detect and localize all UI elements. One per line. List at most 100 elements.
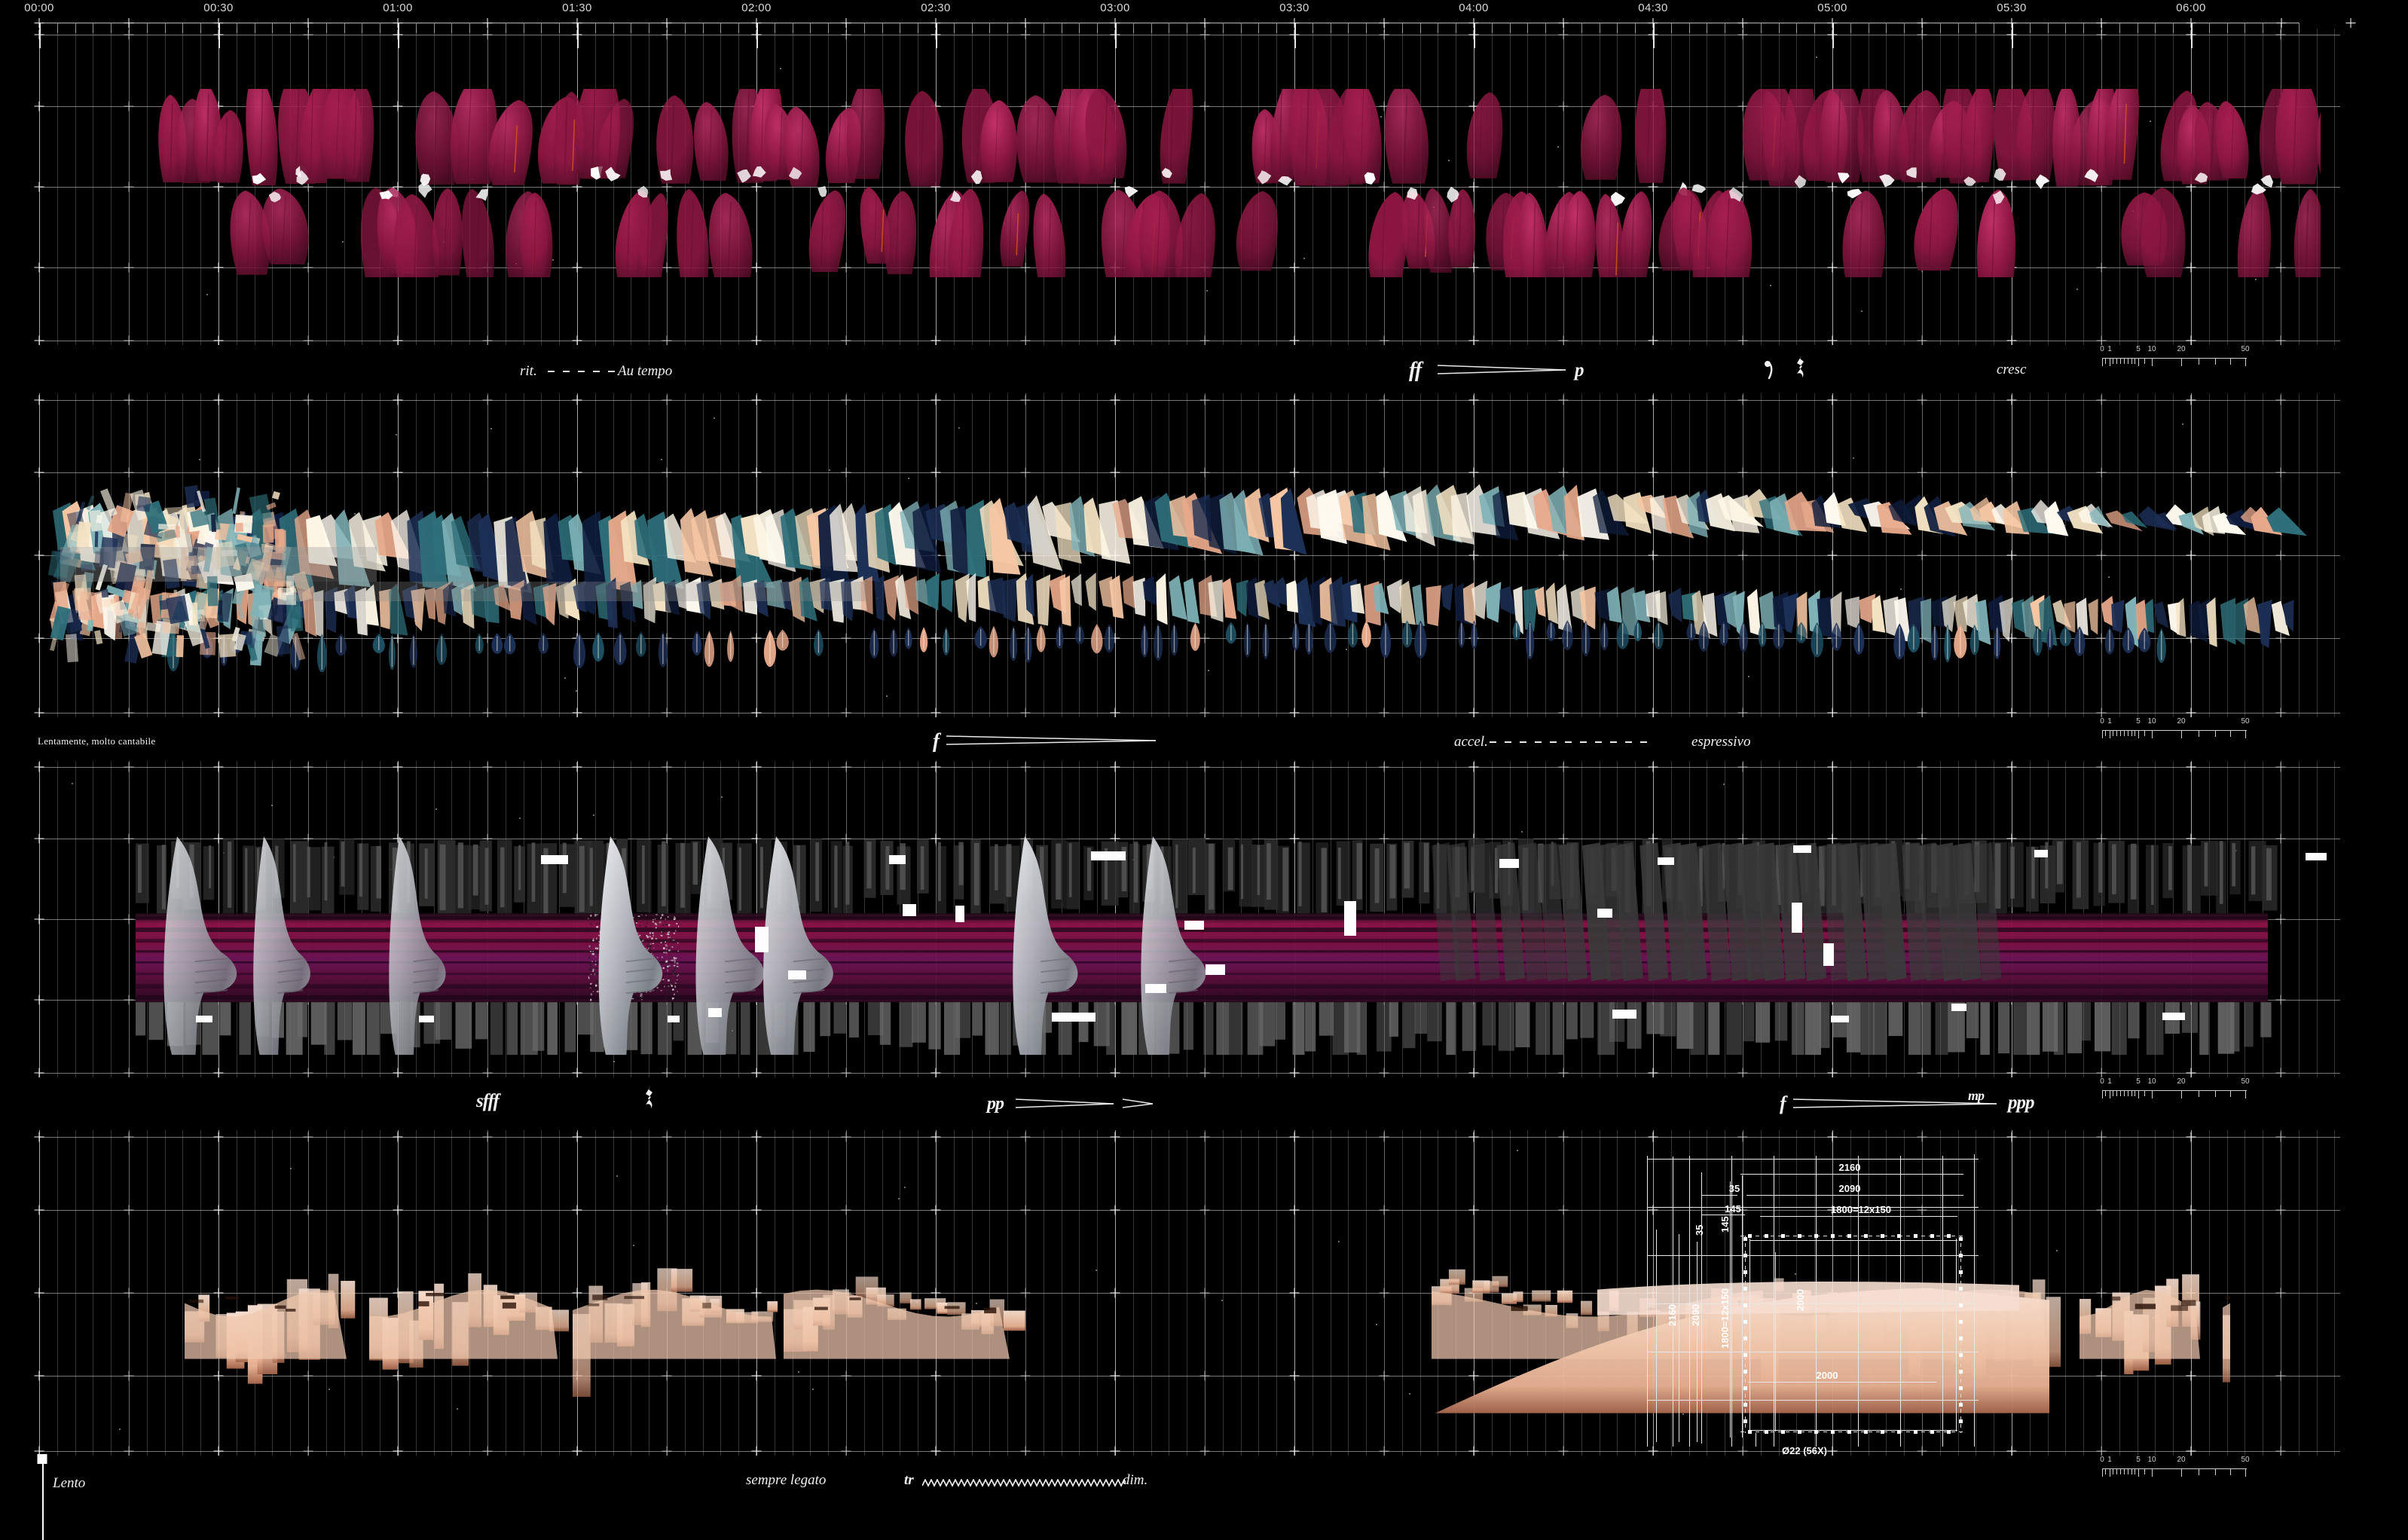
grid-node-marker-minor [482,335,493,345]
grid-node-marker [2186,467,2196,478]
grid-node-marker-minor [1917,1205,1927,1215]
grid-node-marker-minor [124,707,134,717]
grid-node-marker-minor [841,762,851,772]
cad-vdim-1800 [1697,1242,1698,1442]
scale-bar-subtick [2131,358,2133,364]
grid-node-marker-minor [2275,762,2286,772]
grid-node-marker [213,1068,224,1077]
grid-node-marker [393,707,403,717]
grid-node-marker-minor [2096,29,2107,40]
timeline-minor-tick [2226,23,2228,33]
dynamic-f-row2: f [933,729,940,752]
timeline-major-marker [393,18,403,28]
cad-bolt-marker [1743,1254,1747,1257]
timeline-minor-tick [1205,23,1206,33]
cad-bolt-marker [1743,1287,1747,1291]
scale-bar-tick [2181,358,2183,366]
grid-node-marker-minor [2096,633,2107,643]
scale-bar-subtick [2120,358,2122,364]
grid-horizontal-line [39,400,2340,401]
grid-node-marker [213,395,224,405]
grid-node-marker [34,1288,44,1298]
timeline-minor-tick [1904,23,1905,33]
cad-bolt-marker [1743,1337,1747,1340]
grid-node-marker-minor [662,467,672,478]
grid-node-marker-minor [303,633,313,643]
timeline-minor-tick [1348,23,1349,33]
scale-bar-tick [2138,1090,2140,1098]
grid-node-marker-minor [1558,707,1569,717]
timeline-minor-tick [290,23,292,33]
grid-node-marker [213,1288,224,1298]
playhead-handle[interactable] [37,1454,47,1464]
grid-node-marker-minor [1379,182,1389,192]
grid-micro-dot [632,1244,634,1246]
rit-extension [548,371,620,372]
grid-node-marker-minor [124,1370,134,1381]
grid-node-marker [1648,707,1658,717]
grid-node-marker-minor [1558,395,1569,405]
grid-node-marker-minor [2275,1068,2286,1077]
grid-node-marker-minor [662,29,672,40]
timeline-minor-tick [2083,23,2085,33]
grid-node-marker [572,182,582,192]
crimson-pod-cluster-render[interactable] [105,89,2321,277]
timeline-time-label: 04:00 [1459,2,1489,14]
flesh-form-cad-render[interactable] [121,1213,2230,1424]
scale-bar-subtick [2230,358,2232,365]
grid-node-marker [1468,1132,1479,1142]
cad-grid-v [1731,1156,1732,1447]
scale-bar-subtick [2124,1090,2125,1096]
grid-horizontal-line [39,1293,2340,1294]
marker-block [1091,851,1126,860]
cad-grid-h [1647,1303,1979,1304]
grayscale-limb-band-render[interactable] [105,806,2313,1055]
grid-node-marker [34,707,44,717]
timeline-major-marker [1289,18,1300,28]
timeline-minor-tick [559,23,561,33]
grid-micro-dot [1448,160,1450,162]
faceted-shard-spine-render[interactable] [45,476,2321,672]
scale-bar-subtick [2215,1090,2217,1097]
marker-block [1145,984,1166,993]
grid-node-marker [1289,467,1300,478]
grid-node-marker-minor [1379,467,1389,478]
scale-bar-label: 0 [2100,717,2104,726]
playhead-line[interactable] [42,1462,44,1540]
dim-2000-h: 2000 [1816,1370,1838,1381]
timeline-minor-tick [720,23,722,33]
grid-node-marker-minor [1917,1446,1927,1456]
timeline-time-label: 05:00 [1817,2,1847,14]
grid-node-marker [2006,633,2017,643]
grid-node-marker-minor [1558,1446,1569,1456]
scale-bar-subtick [2131,730,2133,736]
timeline-minor-tick [325,23,327,33]
grid-node-marker-minor [2275,995,2286,1005]
timeline-minor-tick [882,23,883,33]
grid-node-marker-minor [841,1446,851,1456]
scale-bar-label: 50 [2241,1456,2250,1464]
grid-node-marker-minor [1917,762,1927,772]
grid-node-marker-minor [1379,335,1389,345]
scale-bar-label: 0 [2100,345,2104,353]
grid-node-marker-minor [2275,29,2286,40]
grid-node-marker [1289,833,1300,844]
scale-bar-subtick [2230,1468,2232,1475]
grid-node-marker [931,833,941,844]
timeline-minor-tick [2101,23,2102,33]
grid-micro-dot [958,426,961,429]
grid-node-marker-minor [1020,1446,1031,1456]
dynamic-p: p [1575,360,1584,380]
grid-node-marker [2006,762,2017,772]
grid-node-marker [751,1068,762,1077]
hairpin-pp-2 [1123,1098,1153,1110]
grid-node-marker-minor [1558,29,1569,40]
cad-bolt-marker [1743,1370,1747,1373]
grid-micro-dot [780,68,782,70]
